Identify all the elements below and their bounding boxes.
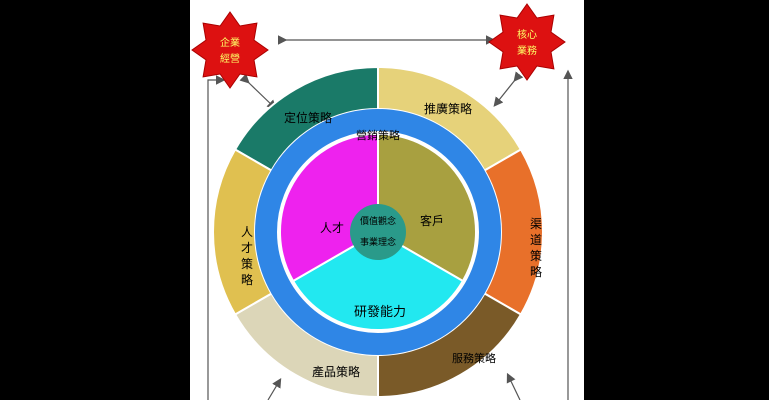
label-marketing-strategy: 營銷策略 — [356, 128, 400, 142]
arrow-left-diag — [239, 73, 277, 110]
arrow-bottom-left — [267, 377, 282, 400]
svg-text:人: 人 — [241, 225, 253, 239]
svg-text:策: 策 — [241, 257, 253, 271]
svg-text:略: 略 — [530, 264, 542, 279]
star-right-line1: 核心 — [517, 28, 537, 41]
center-line2: 事業理念 — [360, 236, 396, 248]
star-left: 企業 經營 — [191, 11, 269, 89]
svg-text:道: 道 — [530, 233, 542, 247]
arrow-right-diag — [493, 71, 524, 107]
strategy-diagram: 定位策略推廣策略渠道策略服務策略產品策略人才策略營銷策略客戶研發能力人才價值觀念… — [191, 3, 573, 400]
diagram-canvas: 定位策略推廣策略渠道策略服務策略產品策略人才策略營銷策略客戶研發能力人才價值觀念… — [190, 0, 584, 400]
marketing-strategy-ring — [255, 109, 501, 355]
center-line1: 價值觀念 — [360, 215, 396, 227]
label-service-strategy: 服務策略 — [452, 351, 496, 365]
star-left-line1: 企業 — [220, 36, 240, 49]
label-promotion-strategy: 推廣策略 — [424, 101, 472, 116]
arrow-left-side — [207, 75, 226, 400]
svg-text:略: 略 — [241, 272, 253, 287]
inner-sector-rnd — [291, 230, 465, 331]
arrow-bottom-right — [506, 372, 521, 400]
center-circle — [350, 204, 406, 260]
label-product-strategy: 產品策略 — [312, 364, 360, 379]
svg-text:策: 策 — [530, 249, 542, 263]
label-customer: 客戶 — [420, 213, 444, 228]
star-right: 核心 業務 — [488, 3, 566, 81]
label-rnd-capability: 研發能力 — [354, 305, 406, 320]
label-positioning-strategy: 定位策略 — [284, 110, 332, 125]
star-left-line2: 經營 — [220, 52, 240, 65]
label-talent: 人才 — [320, 221, 344, 235]
svg-text:渠: 渠 — [530, 217, 542, 231]
svg-text:才: 才 — [241, 241, 253, 255]
star-right-line2: 業務 — [517, 44, 537, 57]
connector-arrows — [207, 35, 573, 400]
